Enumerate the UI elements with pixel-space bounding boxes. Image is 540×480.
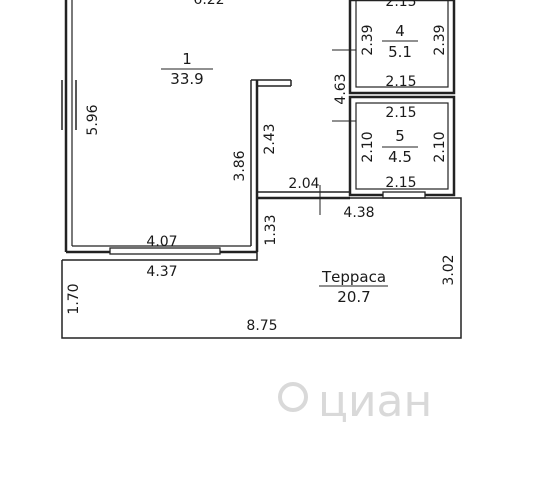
window-room1-bottom xyxy=(109,247,221,255)
dim-room5-bottom: 2.15 xyxy=(385,175,416,191)
dim-terrace-right: 3.02 xyxy=(441,254,457,285)
dim-room5-left: 2.10 xyxy=(360,131,376,162)
room1-number: 1 xyxy=(182,50,192,68)
window-room5 xyxy=(382,191,426,199)
room4-walls xyxy=(348,0,456,95)
dim-room1-bottom: 4.07 xyxy=(146,234,177,250)
room5-area: 4.5 xyxy=(388,148,412,166)
dim-terrace-left: 1.70 xyxy=(66,283,82,314)
dim-room4-bottom: 2.15 xyxy=(385,74,416,90)
room5-number: 5 xyxy=(395,127,405,145)
room1-area: 33.9 xyxy=(170,70,203,88)
dim-terrace-bottom: 8.75 xyxy=(246,318,277,334)
dim-room4-right: 2.39 xyxy=(432,24,448,55)
terrace-name: Терраса xyxy=(321,268,386,286)
dim-room1-inner: 3.86 xyxy=(232,150,248,181)
dim-rooms-total: 4.38 xyxy=(343,205,374,221)
dim-room4-top: 2.15 xyxy=(385,0,416,10)
dim-corridor-mid: 4.63 xyxy=(333,73,349,104)
dim-step: 1.33 xyxy=(263,214,279,245)
watermark: циан xyxy=(278,376,432,427)
dim-room5-right: 2.10 xyxy=(432,131,448,162)
room4-area: 5.1 xyxy=(388,43,412,61)
dim-corridor-bottom: 2.04 xyxy=(288,176,319,192)
terrace-area: 20.7 xyxy=(337,288,370,306)
dim-room1-left: 5.96 xyxy=(85,104,101,135)
room4-number: 4 xyxy=(395,22,405,40)
terrace-outline xyxy=(61,197,462,339)
dim-corridor-wall: 2.43 xyxy=(262,123,278,154)
watermark-text: циан xyxy=(318,376,432,427)
dim-terrace-top-left: 4.37 xyxy=(146,264,177,280)
dim-room5-top: 2.15 xyxy=(385,105,416,121)
dim-room4-left: 2.39 xyxy=(360,24,376,55)
dim-top-cut: 6.22 xyxy=(193,0,224,8)
